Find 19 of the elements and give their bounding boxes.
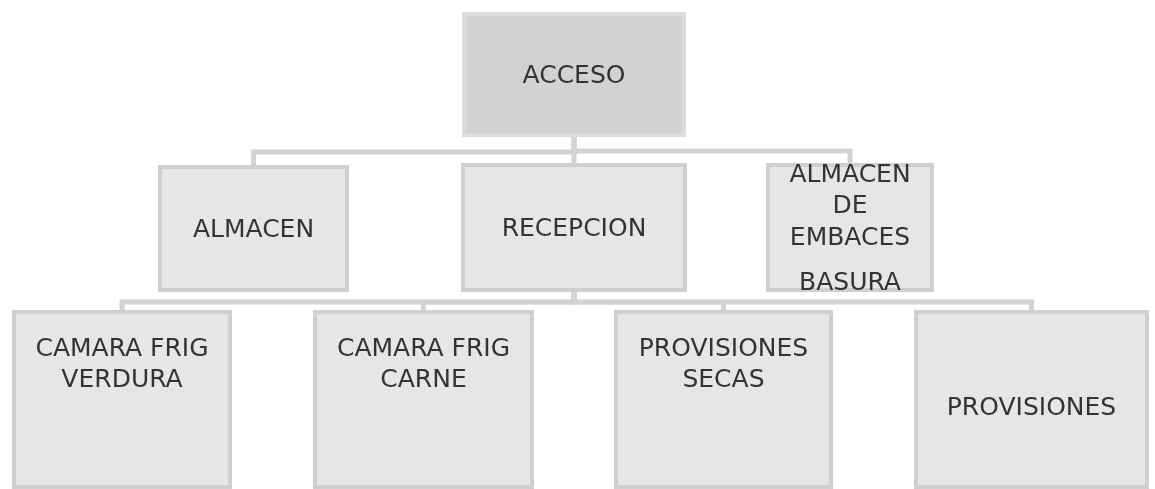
connector-line [571, 137, 853, 163]
box-label: ALMACEN [192, 212, 315, 245]
box-label: ALMACEN DE EMBACES [788, 158, 912, 252]
org-box [12, 310, 232, 489]
org-box [313, 310, 534, 489]
org-box [461, 163, 687, 292]
box-label: CAMARA FRIG CARNE [335, 332, 512, 395]
org-box [614, 310, 833, 489]
box-label: PROVISIONES SECAS [637, 332, 810, 395]
box-label: BASURA [799, 265, 901, 297]
box-label: RECEPCION [501, 211, 647, 244]
org-box [158, 165, 349, 292]
org-box [462, 12, 686, 137]
org-box [766, 163, 934, 292]
connector-line [571, 292, 1034, 310]
box-label: ACCESO [522, 58, 626, 91]
box-label: PROVISIONES [946, 390, 1117, 423]
box-label: CAMARA FRIG VERDURA [34, 332, 210, 395]
org-box [914, 310, 1149, 489]
